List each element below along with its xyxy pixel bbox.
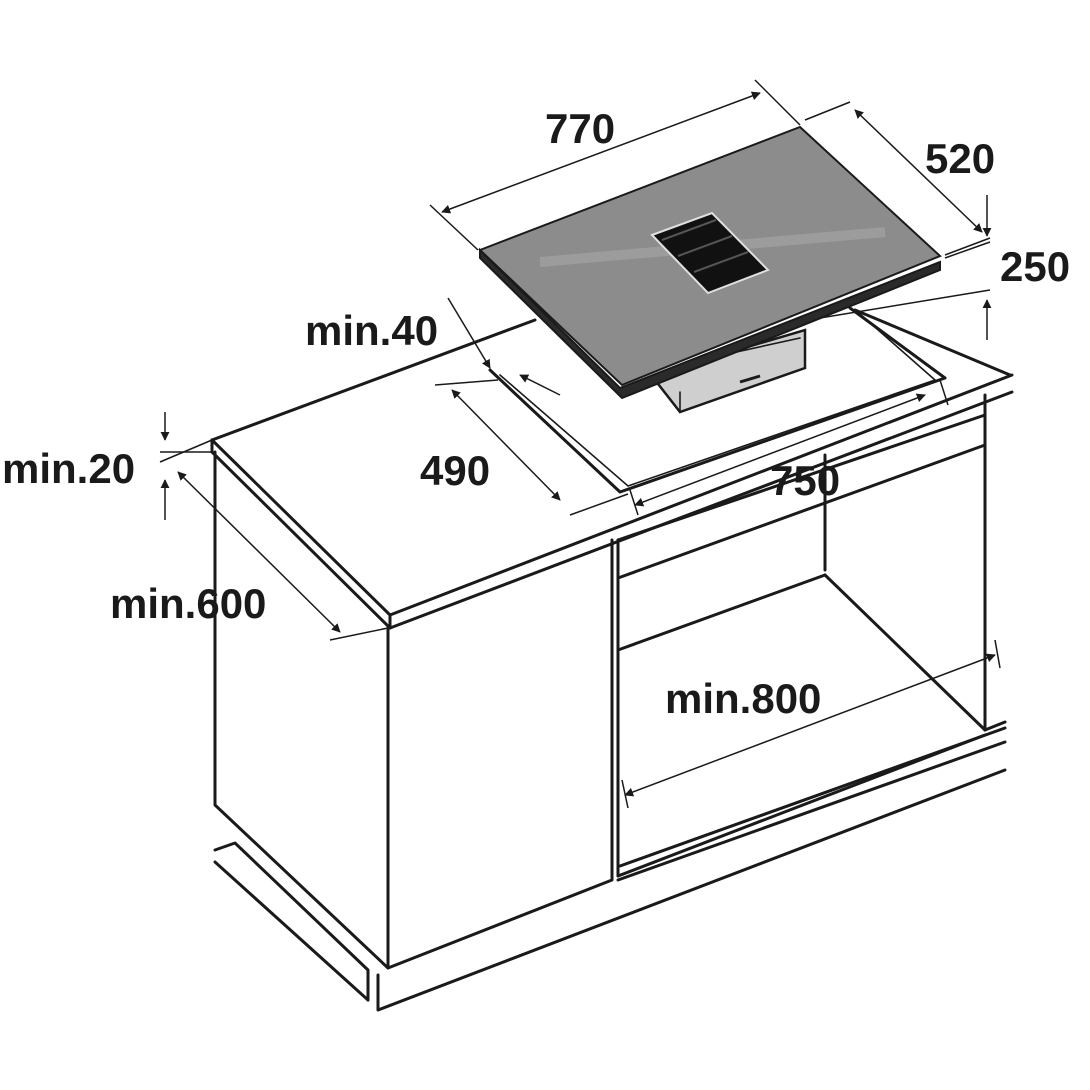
dim-cutout-depth: 490 xyxy=(420,447,491,494)
dim-worktop-depth: min.600 xyxy=(110,580,267,627)
dim-clearance-rear: min.40 xyxy=(305,307,439,354)
dim-hob-depth: 520 xyxy=(925,135,996,182)
dim-cabinet-width: min.800 xyxy=(665,675,822,722)
induction-hob xyxy=(478,125,942,414)
dim-cutout-width: 750 xyxy=(770,457,841,504)
cabinet xyxy=(213,393,1007,1012)
dim-hob-width: 770 xyxy=(545,105,616,152)
dim-worktop-thickness: min.20 xyxy=(2,445,136,492)
dimension-lines xyxy=(159,79,1001,809)
dim-hob-height: 250 xyxy=(1000,243,1071,290)
